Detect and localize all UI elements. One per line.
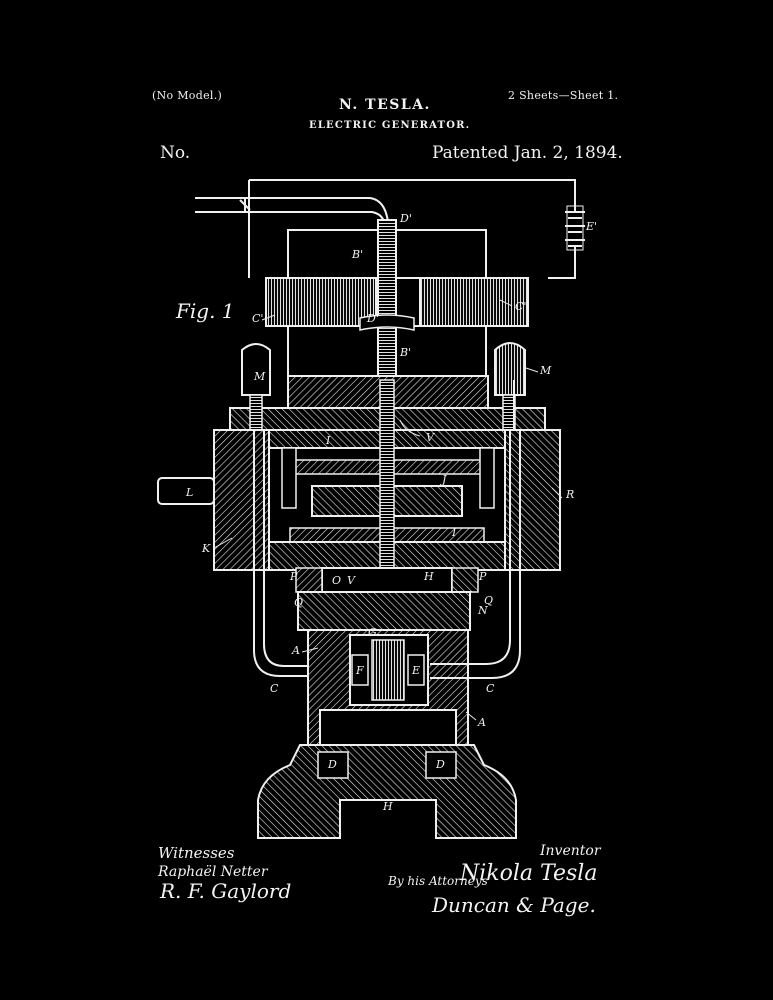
label-i-mid: I [451, 526, 457, 539]
cylinder-wall-right [505, 430, 560, 570]
label-c-prime-right: C' [515, 300, 526, 313]
witness-signature-2: R. F. Gaylord [159, 879, 291, 903]
label-c-right: C [486, 682, 495, 695]
label-d-left: D [327, 758, 337, 771]
inventor-label: Inventor [539, 843, 602, 859]
label-p-left: P [289, 570, 298, 583]
wire-loop-top [249, 180, 575, 205]
label-a-right: A [477, 716, 486, 729]
label-h-mid: H [423, 570, 434, 583]
leader-m-right [526, 368, 538, 372]
bolt-right [480, 448, 494, 508]
label-d-prime-mid: D' [366, 312, 379, 325]
label-j: J [440, 473, 447, 486]
lead-wire-1 [195, 198, 388, 222]
label-e-prime: E' [585, 220, 597, 233]
label-l: L [185, 486, 193, 499]
label-c-left: C [270, 682, 279, 695]
by-attorneys-label: By his Attorneys [387, 874, 488, 888]
wire-right-down [548, 248, 575, 278]
label-e: E [411, 664, 420, 677]
lead-wire-2 [195, 212, 384, 222]
label-k: K [201, 542, 211, 555]
label-a-left: A [291, 644, 300, 657]
port-p-right [452, 568, 478, 592]
lower-neck [298, 592, 470, 630]
label-c-prime-left: C' [252, 312, 263, 325]
witness-signature-1: Raphaël Netter [157, 864, 269, 880]
base-pedestal [258, 745, 516, 838]
oil-cup-left-stem [250, 395, 262, 430]
bolt-left [282, 448, 296, 508]
label-b-prime: B' [351, 248, 363, 261]
port-p-left [296, 568, 322, 592]
label-r: R [565, 488, 574, 501]
valve-spring-g [372, 640, 404, 700]
attorneys-signature: Duncan & Page. [431, 893, 596, 917]
label-m-right: M [539, 364, 552, 377]
label-d-prime-top: D' [399, 212, 412, 225]
witnesses-label: Witnesses [158, 844, 235, 862]
label-i-top: I [325, 434, 331, 447]
label-q-left: Q [294, 596, 303, 609]
label-h-bottom: H [382, 800, 393, 813]
battery-cells [565, 205, 585, 248]
label-v-top: V [426, 431, 435, 444]
label-v-mid: V [347, 574, 356, 587]
label-n: N [477, 604, 488, 617]
cylinder-wall-left [214, 430, 269, 570]
label-b-prime-lower: B' [399, 346, 411, 359]
field-coil-right [420, 278, 528, 326]
label-d-right: D [435, 758, 445, 771]
label-p-right: P [478, 570, 487, 583]
label-o: O [332, 574, 341, 587]
central-rod-upper [378, 220, 396, 380]
oil-cup-right [495, 343, 525, 395]
label-m-left: M [253, 370, 266, 383]
label-f: F [355, 664, 364, 677]
label-g: G [368, 626, 377, 639]
figure-label: Fig. 1 [175, 299, 235, 323]
lower-piston [320, 710, 456, 746]
